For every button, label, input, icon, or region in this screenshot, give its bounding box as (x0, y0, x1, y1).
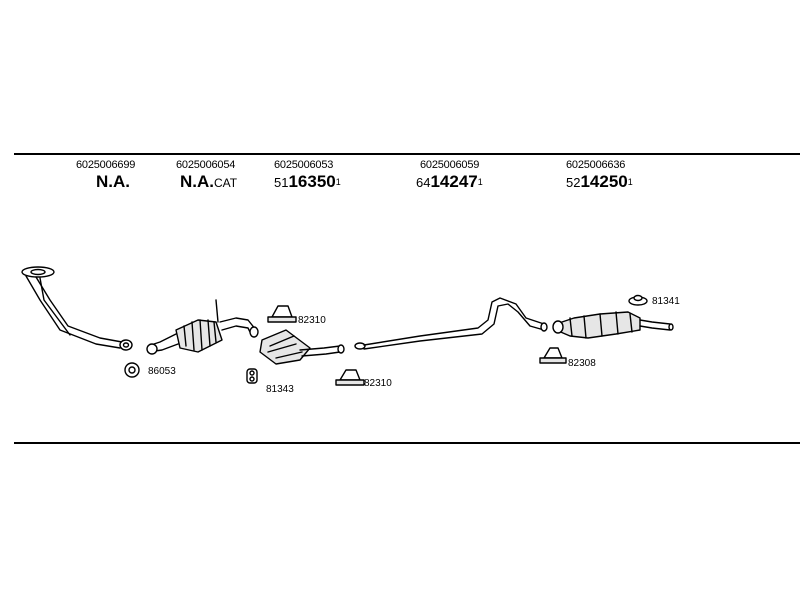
part-number: 6025006053 (274, 159, 334, 171)
column-catalyst: 6025006054 N.A.CAT (176, 158, 237, 193)
part-number: 6025006054 (176, 159, 236, 171)
column-front-silencer: 6025006053 51163501 (274, 158, 341, 193)
part-code: 52142501 (566, 172, 633, 191)
part-code: 51163501 (274, 172, 341, 191)
bottom-rule (14, 442, 800, 444)
column-middle-pipe: 6025006059 64142471 (416, 158, 483, 193)
part-number: 6025006636 (566, 159, 626, 171)
callout-label: 81341 (652, 296, 680, 307)
column-front-pipe: 6025006699 N.A. (76, 158, 135, 193)
rubber-ring-86053 (124, 362, 140, 378)
mount-81341 (628, 294, 648, 306)
front-pipe-drawing (21, 266, 133, 351)
part-code: N.A.CAT (180, 172, 238, 191)
top-rule (14, 153, 800, 155)
part-number: 6025006059 (420, 159, 480, 171)
callout-label: 82310 (364, 378, 392, 389)
front-silencer-drawing (259, 329, 345, 365)
rear-silencer-drawing (552, 311, 674, 339)
column-rear-silencer: 6025006636 52142501 (566, 158, 633, 193)
callout-label: 82310 (298, 315, 326, 326)
callout-label: 81343 (266, 384, 294, 395)
part-code: N.A. (96, 172, 130, 191)
part-code: 64142471 (416, 172, 483, 191)
callout-label: 82308 (568, 358, 596, 369)
clamp-82310-lower (335, 369, 365, 386)
callout-label: 86053 (148, 366, 176, 377)
part-number: 6025006699 (76, 159, 136, 171)
clamp-82308 (539, 347, 567, 364)
middle-pipe-drawing (354, 297, 548, 350)
clamp-82310-upper (267, 305, 297, 323)
mount-81343 (246, 368, 258, 384)
catalyst-drawing (146, 299, 259, 355)
